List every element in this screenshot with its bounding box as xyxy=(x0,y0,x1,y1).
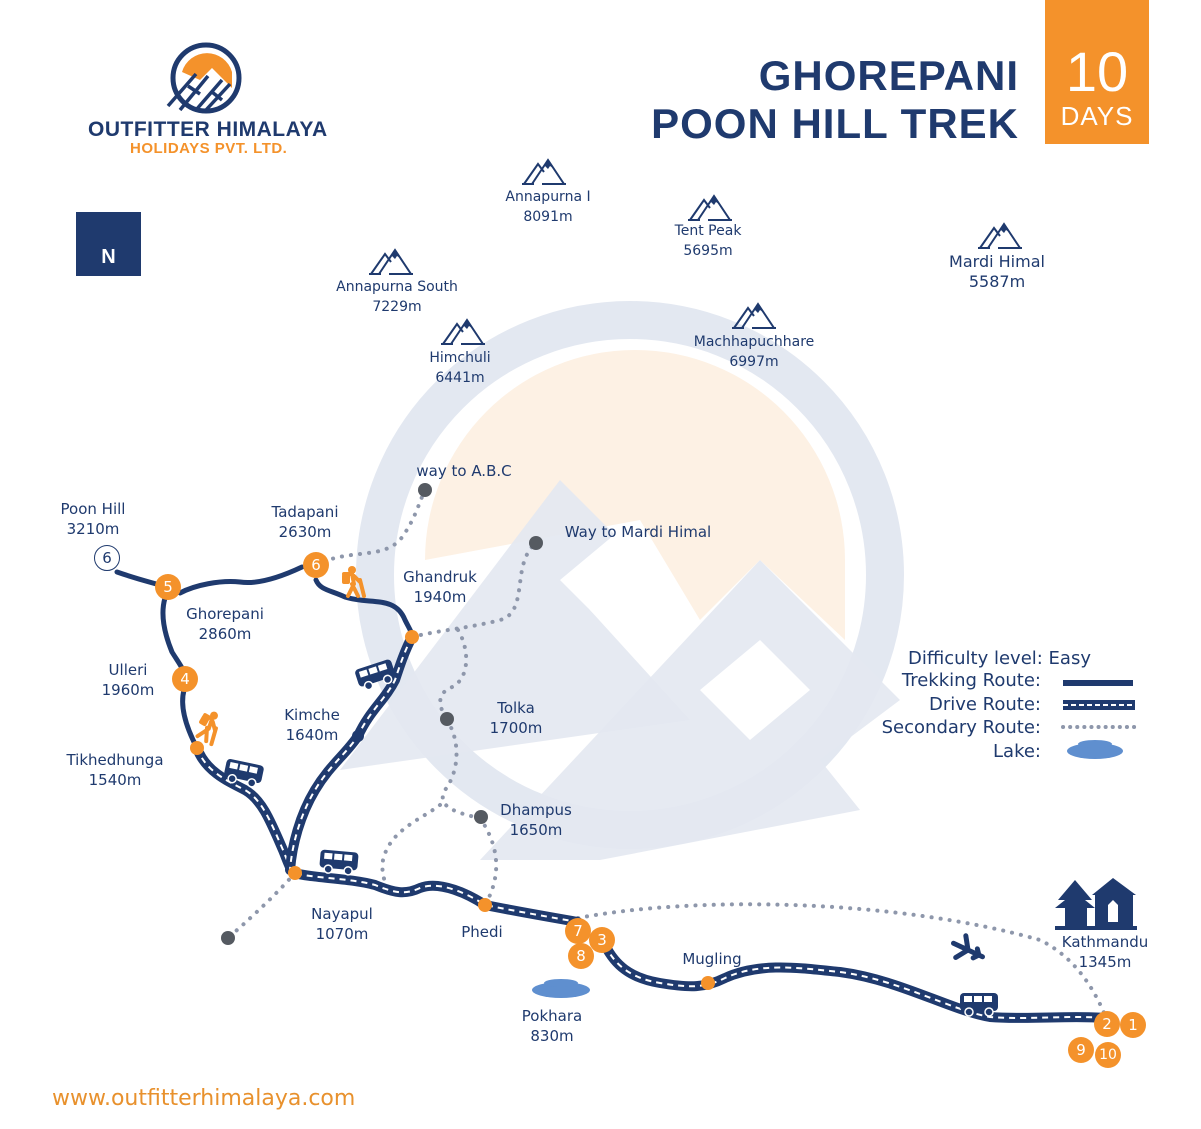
legend-difficulty: Difficulty level: Easy xyxy=(907,648,1091,669)
day-marker: 9 xyxy=(1068,1037,1094,1063)
duration-badge: 10 DAYS xyxy=(1045,0,1149,144)
day-marker: 3 xyxy=(589,927,615,953)
day-marker: 8 xyxy=(568,943,594,969)
mountain-icon xyxy=(368,249,414,275)
legend-trekking-label: Trekking Route: xyxy=(901,670,1041,691)
day-marker: 2 xyxy=(1094,1011,1120,1037)
page-title: GHOREPANI POON HILL TREK xyxy=(651,52,1019,148)
kimche-node xyxy=(352,730,364,742)
brand-logo-icon xyxy=(166,42,242,114)
place-label-mugling: Mugling xyxy=(682,950,742,968)
day-marker: 5 xyxy=(155,574,181,600)
brand-name: OUTFITTER HIMALAYA xyxy=(88,118,328,141)
airplane-icon xyxy=(950,933,986,961)
lake-icon xyxy=(532,979,590,998)
title-line-2: POON HILL TREK xyxy=(651,100,1019,147)
compass-label: N xyxy=(101,246,116,268)
title-line-1: GHOREPANI xyxy=(758,52,1019,99)
bus-icon xyxy=(318,848,360,877)
mountain-icon xyxy=(440,319,486,345)
waypoint-label-abc: way to A.B.C xyxy=(416,462,512,480)
day-marker: 4 xyxy=(172,666,198,692)
day-marker: 7 xyxy=(565,918,591,944)
mountain-icon xyxy=(521,159,567,185)
day-marker: 6 xyxy=(303,552,329,578)
legend-drive-label: Drive Route: xyxy=(928,694,1041,715)
day-marker: 10 xyxy=(1095,1042,1121,1068)
website-link[interactable]: www.outfitterhimalaya.com xyxy=(52,1086,356,1111)
legend-lake-icon xyxy=(1067,740,1123,759)
waypoint-label-mardi: Way to Mardi Himal xyxy=(564,523,712,541)
watermark-logo xyxy=(340,301,904,860)
mountain-icon xyxy=(977,223,1023,249)
hiker-icon xyxy=(190,705,229,747)
legend-secondary-label: Secondary Route: xyxy=(881,717,1041,738)
compass: N xyxy=(76,212,141,276)
waypoint-dots xyxy=(221,483,543,945)
day-marker: 1 xyxy=(1120,1012,1146,1038)
mountain-icon xyxy=(687,195,733,221)
place-label-phedi: Phedi xyxy=(461,923,503,941)
day-marker-poon-hill: 6 xyxy=(94,545,120,571)
temple-icon xyxy=(1055,878,1137,930)
legend-lake-label: Lake: xyxy=(993,741,1041,762)
brand-subtitle: HOLIDAYS PVT. LTD. xyxy=(130,140,288,157)
duration-unit: DAYS xyxy=(1060,101,1134,131)
duration-number: 10 xyxy=(1065,40,1129,103)
route-nodes xyxy=(190,630,715,990)
